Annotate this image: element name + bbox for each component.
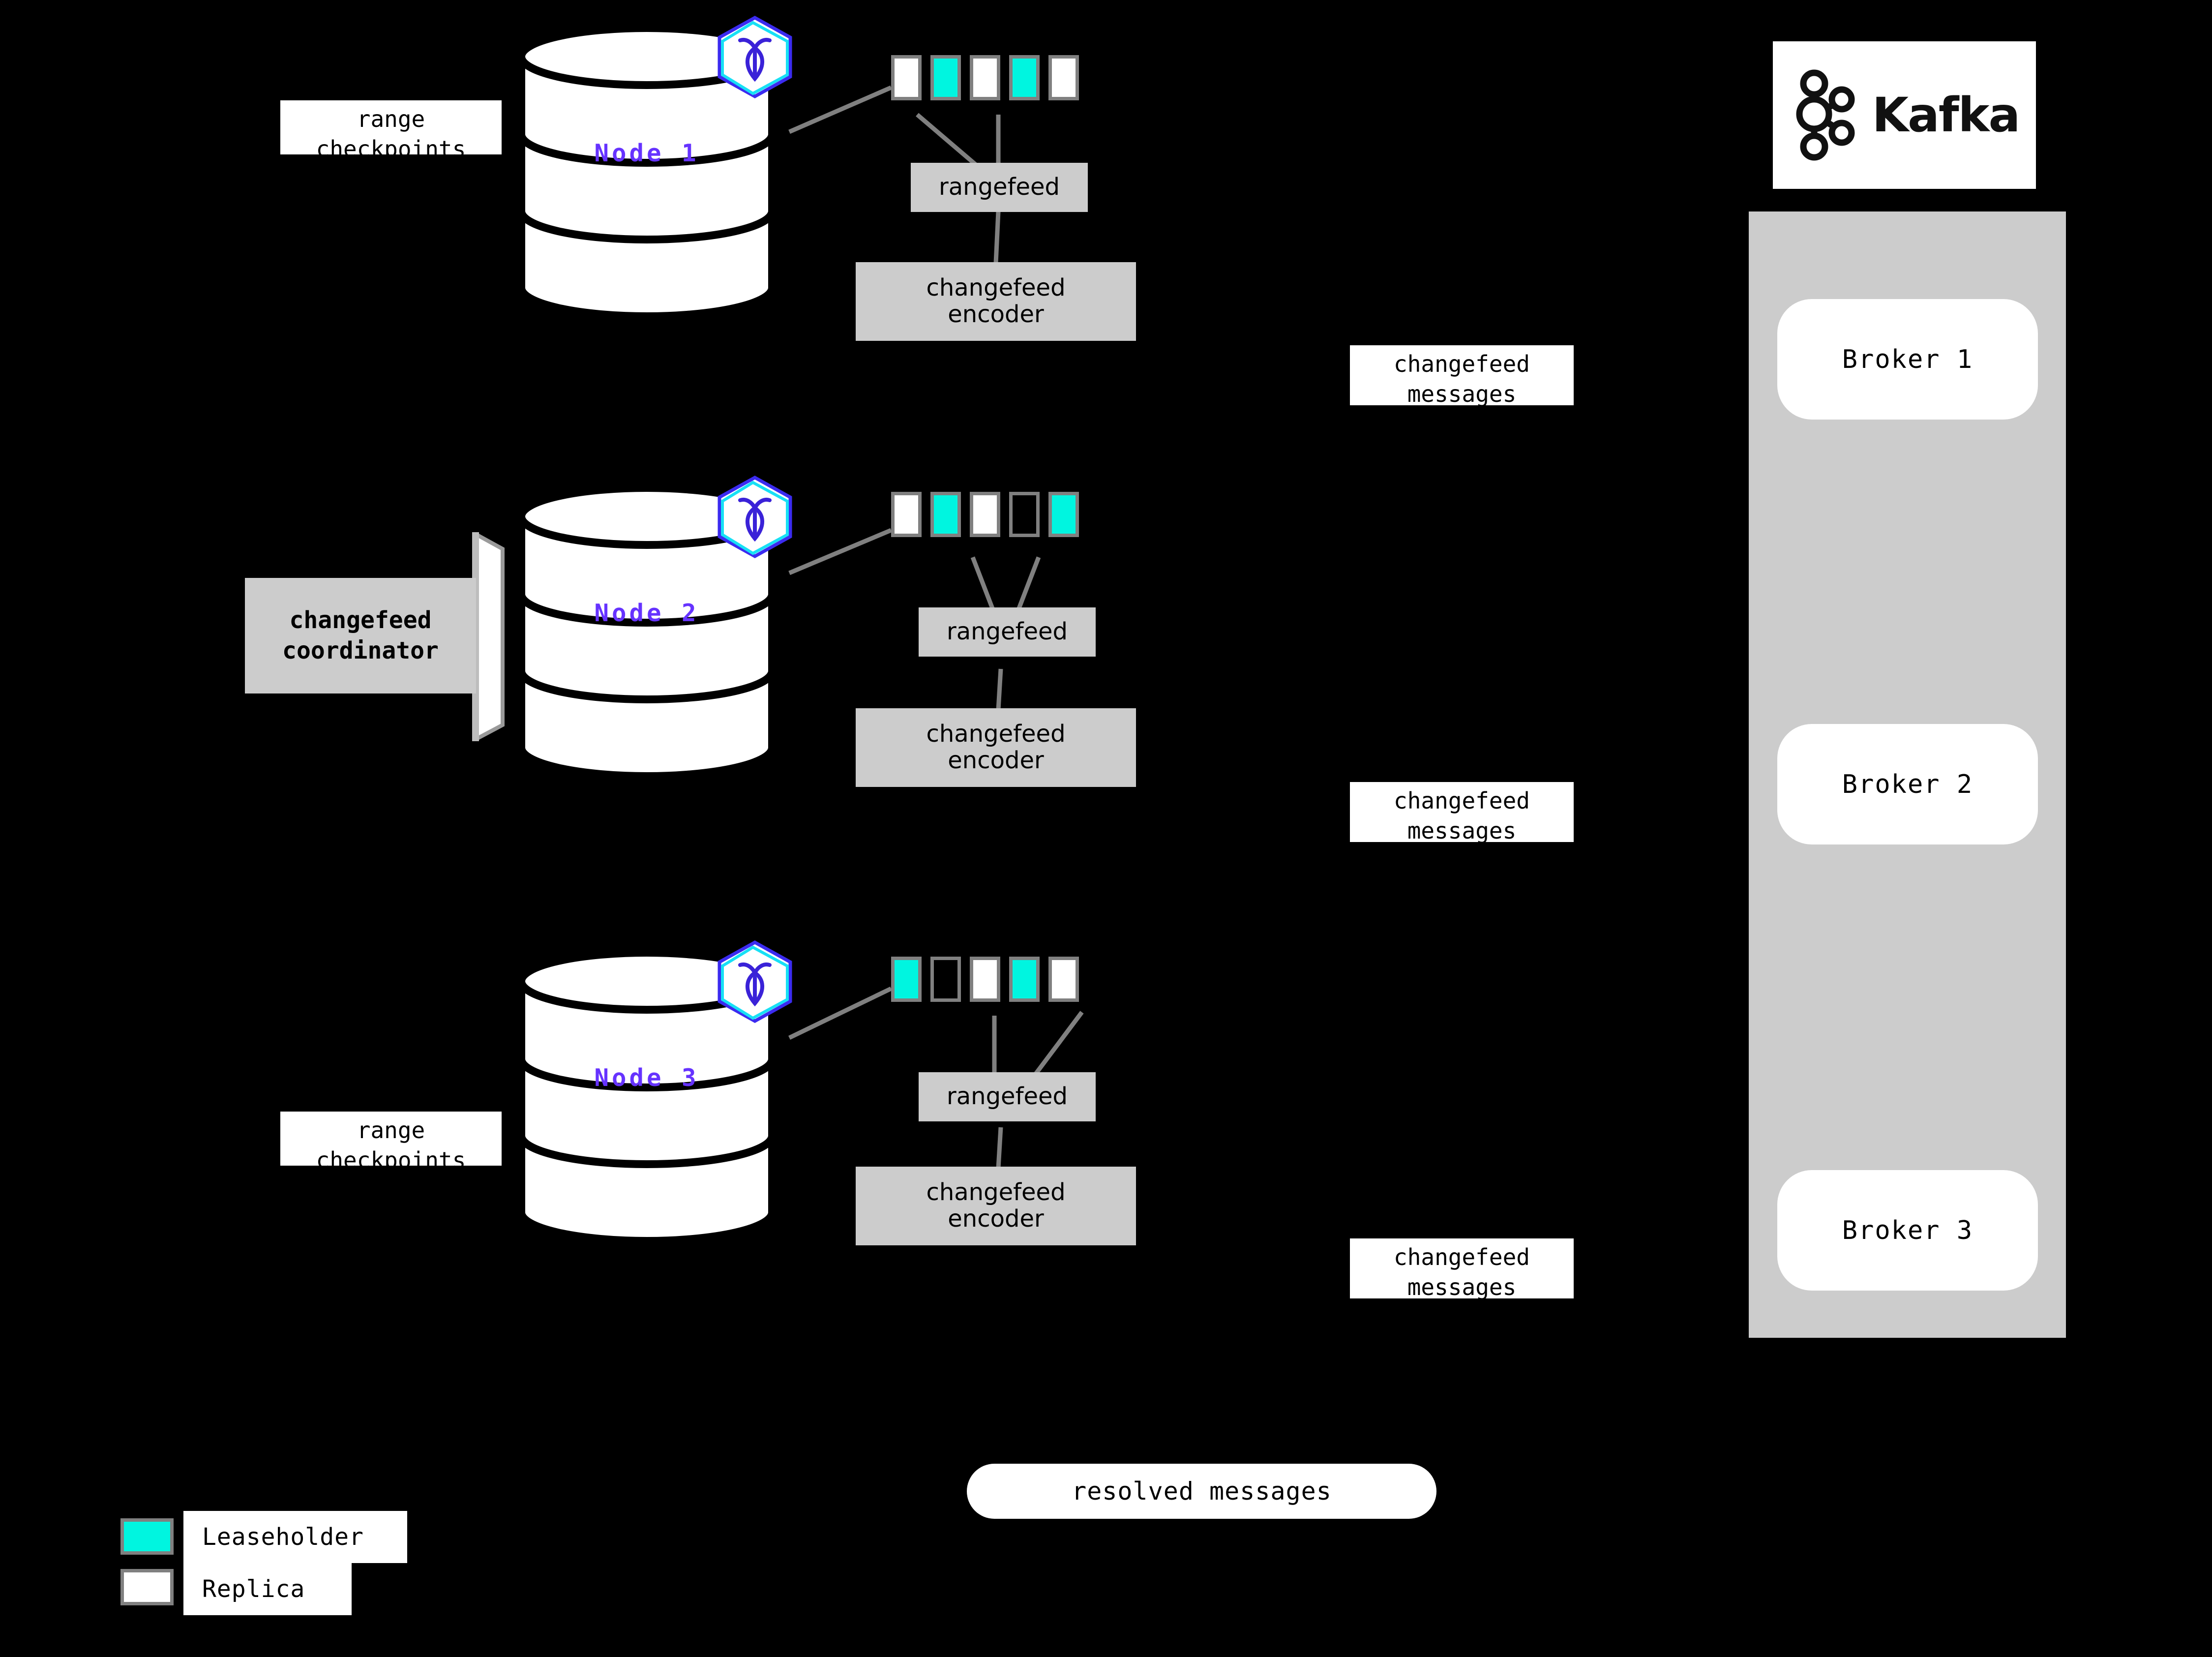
- range-box[interactable]: [970, 957, 1000, 1002]
- changefeed-messages-line-1: changefeed: [1394, 1244, 1530, 1270]
- range-box[interactable]: [1048, 55, 1079, 100]
- cockroachdb-logo-icon: [716, 475, 794, 559]
- range-row-1: [891, 55, 1079, 100]
- coordinator-line-1: changefeed: [289, 606, 432, 634]
- changefeed-coordinator-box[interactable]: changefeed coordinator: [245, 578, 476, 693]
- range-checkpoints-line-1: range: [357, 106, 425, 132]
- range-checkpoints-label-3: range checkpoints: [280, 1112, 502, 1166]
- range-checkpoints-line-1: range: [357, 1117, 425, 1144]
- range-box[interactable]: [930, 957, 961, 1002]
- cockroachdb-logo-icon: [716, 939, 794, 1024]
- range-checkpoints-line-2: checkpoints: [316, 1146, 466, 1166]
- kafka-wordmark: Kafka: [1872, 88, 2021, 143]
- rangefeed-box-1[interactable]: rangefeed: [911, 163, 1088, 212]
- changefeed-messages-line-1: changefeed: [1394, 351, 1530, 377]
- node-cylinder-3: Node 3: [516, 952, 777, 1242]
- broker-box-3[interactable]: Broker 3: [1777, 1170, 2038, 1291]
- changefeed-messages-label-2: changefeed messages: [1350, 782, 1574, 844]
- range-box[interactable]: [1009, 492, 1040, 537]
- legend-label-replica: Replica: [183, 1563, 352, 1615]
- range-box[interactable]: [930, 492, 961, 537]
- range-box[interactable]: [930, 55, 961, 100]
- encoder-line-2: encoder: [948, 301, 1044, 328]
- broker-box-2[interactable]: Broker 2: [1777, 724, 2038, 844]
- range-box[interactable]: [1048, 492, 1079, 537]
- broker-box-1[interactable]: Broker 1: [1777, 299, 2038, 420]
- coordinator-pointer: [470, 529, 511, 745]
- changefeed-messages-label-1: changefeed messages: [1350, 345, 1574, 407]
- changefeed-messages-line-2: messages: [1407, 380, 1517, 407]
- resolved-messages-pill: resolved messages: [967, 1464, 1436, 1519]
- encoder-line-1: changefeed: [926, 1178, 1066, 1206]
- range-box[interactable]: [1048, 957, 1079, 1002]
- legend-label-leaseholder: Leaseholder: [183, 1511, 407, 1563]
- range-row-2: [891, 492, 1079, 537]
- kafka-inbound-arrowhead: [2066, 327, 2089, 352]
- range-box[interactable]: [970, 492, 1000, 537]
- changefeed-messages-line-2: messages: [1407, 1273, 1517, 1300]
- rangefeed-box-2[interactable]: rangefeed: [919, 607, 1096, 657]
- range-box[interactable]: [1009, 55, 1040, 100]
- changefeed-encoder-box-3[interactable]: changefeed encoder: [856, 1167, 1136, 1245]
- encoder-line-2: encoder: [948, 747, 1044, 774]
- changefeed-messages-label-3: changefeed messages: [1350, 1238, 1574, 1300]
- encoder-line-1: changefeed: [926, 274, 1066, 302]
- range-box[interactable]: [891, 957, 922, 1002]
- range-checkpoints-label-1: range checkpoints: [280, 100, 502, 154]
- changefeed-encoder-box-2[interactable]: changefeed encoder: [856, 708, 1136, 787]
- changefeed-messages-line-2: messages: [1407, 817, 1517, 844]
- range-box[interactable]: [1009, 957, 1040, 1002]
- kafka-logo-box: Kafka: [1773, 41, 2036, 189]
- kafka-graph-icon: [1790, 65, 1858, 165]
- range-box[interactable]: [970, 55, 1000, 100]
- encoder-line-1: changefeed: [926, 720, 1066, 748]
- legend-swatch-leaseholder: [120, 1518, 174, 1555]
- range-box[interactable]: [891, 55, 922, 100]
- coordinator-line-2: coordinator: [282, 636, 439, 664]
- range-row-3: [891, 957, 1079, 1002]
- changefeed-encoder-box-1[interactable]: changefeed encoder: [856, 262, 1136, 341]
- cockroachdb-logo-icon: [716, 15, 794, 99]
- range-checkpoints-line-2: checkpoints: [316, 135, 466, 154]
- changefeed-messages-line-1: changefeed: [1394, 787, 1530, 814]
- rangefeed-box-3[interactable]: rangefeed: [919, 1072, 1096, 1121]
- range-box[interactable]: [891, 492, 922, 537]
- legend-swatch-replica: [120, 1569, 174, 1605]
- encoder-line-2: encoder: [948, 1205, 1044, 1233]
